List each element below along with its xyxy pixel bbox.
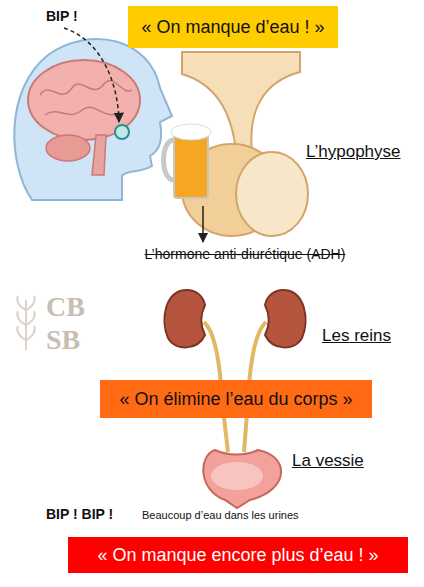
label-text: L’hormone anti-diurétique (ADH) — [145, 246, 346, 262]
label-text: BIP ! — [46, 8, 78, 24]
hormone-arrow — [202, 206, 204, 242]
beer-glass — [174, 132, 208, 198]
watermark-text: CB — [46, 291, 85, 323]
head-profile — [14, 39, 172, 200]
kidney — [265, 290, 306, 347]
bladder-inner — [211, 462, 263, 490]
watermark-wheat — [17, 296, 34, 350]
label-text: Les reins — [322, 326, 391, 346]
message-text: « On manque d’eau ! » — [141, 17, 324, 38]
brain — [28, 60, 140, 140]
label-text: BIP ! BIP ! — [46, 506, 113, 522]
message-box: « On élimine l’eau du corps » — [100, 380, 372, 418]
message-box: « On manque encore plus d’eau ! » — [68, 537, 408, 573]
label-text: La vessie — [292, 451, 364, 471]
message-text: « On élimine l’eau du corps » — [119, 389, 352, 410]
message-text: « On manque encore plus d’eau ! » — [97, 545, 378, 566]
brainstem — [92, 135, 106, 175]
beer-handle — [164, 140, 175, 180]
pituitary-posterior — [236, 152, 308, 236]
bladder — [203, 450, 281, 508]
label-text: Beaucoup d’eau dans les urines — [142, 509, 299, 521]
hypothalamus — [115, 125, 129, 139]
message-box: « On manque d’eau ! » — [128, 6, 338, 48]
beer-foam — [171, 124, 211, 140]
brain-folds — [40, 81, 132, 115]
label-text: L’hypophyse — [306, 142, 401, 162]
watermark-text: SB — [46, 324, 80, 356]
signal-arrow — [64, 28, 119, 122]
cerebellum — [46, 135, 90, 161]
kidney — [164, 290, 205, 347]
